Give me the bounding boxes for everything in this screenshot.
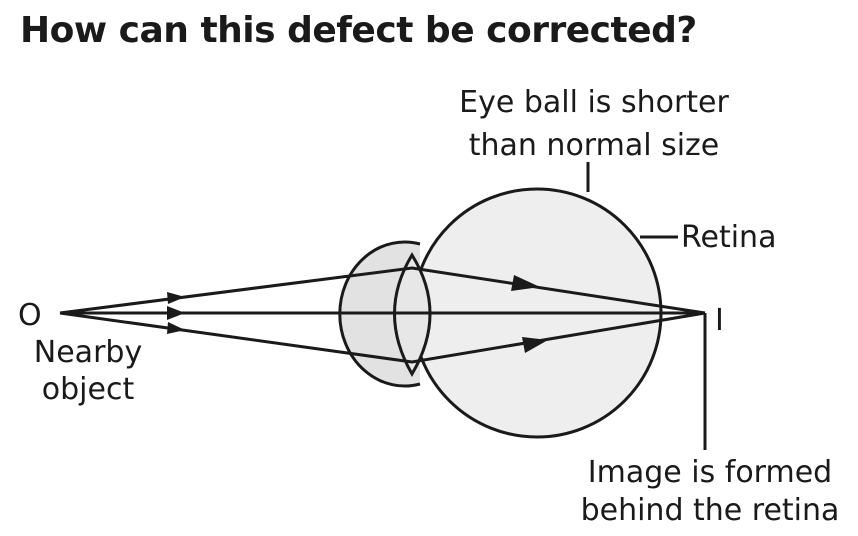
- object-label-line1: Nearby: [34, 335, 142, 370]
- image-label-line2: behind the retina: [581, 493, 840, 528]
- object-point-label: O: [18, 298, 42, 333]
- eyeball-label-line1: Eye ball is shorter: [459, 85, 729, 120]
- arrowhead-lower-refracted: [522, 337, 548, 353]
- page-title: How can this defect be corrected?: [20, 10, 697, 51]
- image-label-line1: Image is formed: [588, 455, 832, 490]
- eyeball-label-line2: than normal size: [469, 128, 720, 163]
- arrowhead-lower-incident: [167, 322, 185, 334]
- object-label-line2: object: [42, 372, 135, 407]
- image-point-label: I: [715, 303, 724, 338]
- arrowhead-axis: [167, 306, 185, 320]
- arrowhead-upper-refracted: [511, 275, 540, 291]
- arrowhead-upper-incident: [167, 292, 185, 304]
- retina-label: Retina: [681, 220, 776, 255]
